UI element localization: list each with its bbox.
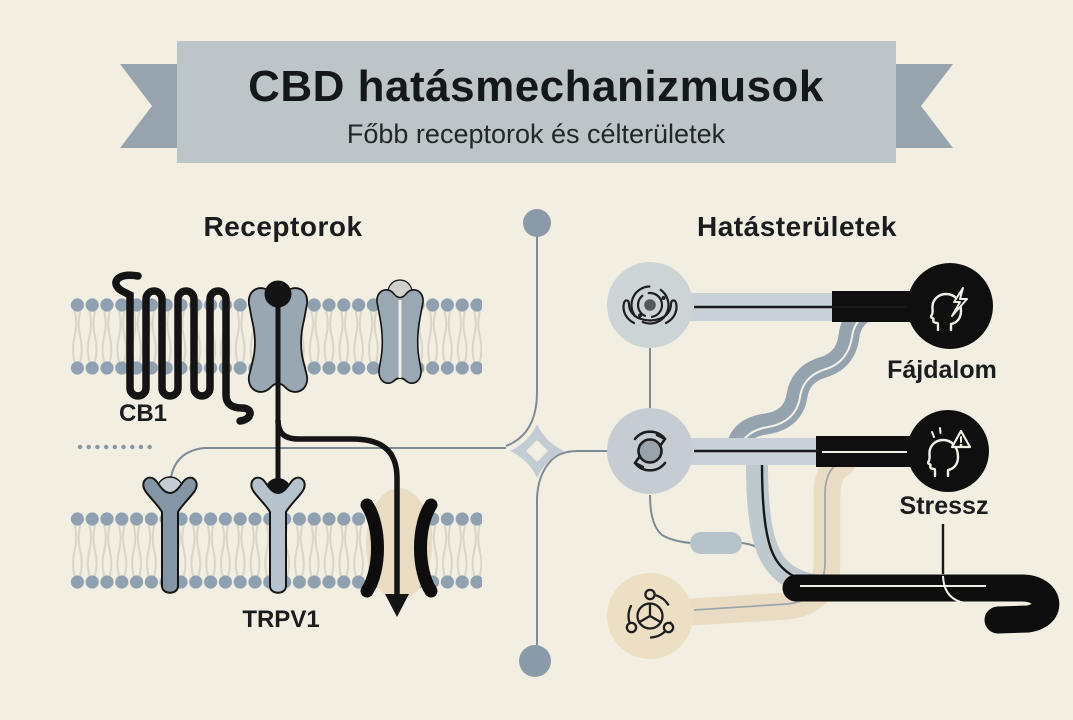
flow-s-wave-highlight bbox=[738, 311, 871, 458]
ribbon-tail-right bbox=[896, 64, 953, 148]
head-lightning-icon bbox=[929, 287, 968, 332]
source-nodes bbox=[607, 262, 693, 659]
top-terminal-node bbox=[523, 209, 551, 237]
connector-top-node-to-hub bbox=[505, 237, 538, 447]
page-title: CBD hatásmechanizmusok bbox=[248, 62, 824, 111]
connector-cycle-to-pill bbox=[649, 494, 691, 544]
right-section-heading: Hatásterületek bbox=[697, 211, 897, 242]
molecule-network-icon bbox=[625, 588, 675, 639]
down-arrow-icon bbox=[385, 594, 409, 617]
stress-label: Stressz bbox=[900, 492, 989, 520]
ribbon-panel bbox=[177, 41, 896, 163]
flow-beige-path bbox=[679, 449, 856, 626]
pain-target-node bbox=[907, 263, 993, 349]
page-subtitle: Főbb receptorok és célterületek bbox=[347, 119, 726, 149]
signal-branch-line bbox=[275, 419, 400, 596]
trpv1-label: TRPV1 bbox=[242, 606, 319, 633]
bottom-terminal-node bbox=[519, 645, 551, 677]
ribbon-tail-left bbox=[120, 64, 177, 148]
cb1-label: CB1 bbox=[119, 400, 167, 427]
receptor-row-top: CB1 bbox=[112, 271, 424, 484]
head-warning-triangle-icon bbox=[926, 427, 972, 478]
hands-holding-orb-icon bbox=[622, 285, 678, 325]
stress-drop-line-highlight bbox=[942, 575, 967, 604]
cb1-serpentine-receptor bbox=[112, 271, 254, 425]
open-channel-right bbox=[414, 498, 438, 598]
open-channel-left bbox=[360, 498, 384, 598]
cycle-arrows-icon bbox=[633, 430, 667, 472]
flow-black-hook bbox=[782, 574, 1060, 634]
pain-label: Fájdalom bbox=[887, 356, 997, 384]
pill-node bbox=[690, 532, 742, 554]
target-nodes: Fájdalom Stressz bbox=[887, 263, 997, 520]
flow-s-wave bbox=[725, 300, 873, 456]
diamond-junction bbox=[510, 424, 564, 478]
stress-target-node bbox=[907, 410, 989, 492]
banner-ribbon: CBD hatásmechanizmusok Főbb receptorok é… bbox=[120, 41, 953, 163]
flow-paths bbox=[650, 291, 1060, 634]
connector-hub-to-bottom-node bbox=[536, 450, 610, 645]
receptor-row-bottom: TRPV1 bbox=[142, 476, 438, 633]
left-section-heading: Receptorok bbox=[203, 211, 362, 242]
ligand-ball-black bbox=[264, 280, 292, 308]
